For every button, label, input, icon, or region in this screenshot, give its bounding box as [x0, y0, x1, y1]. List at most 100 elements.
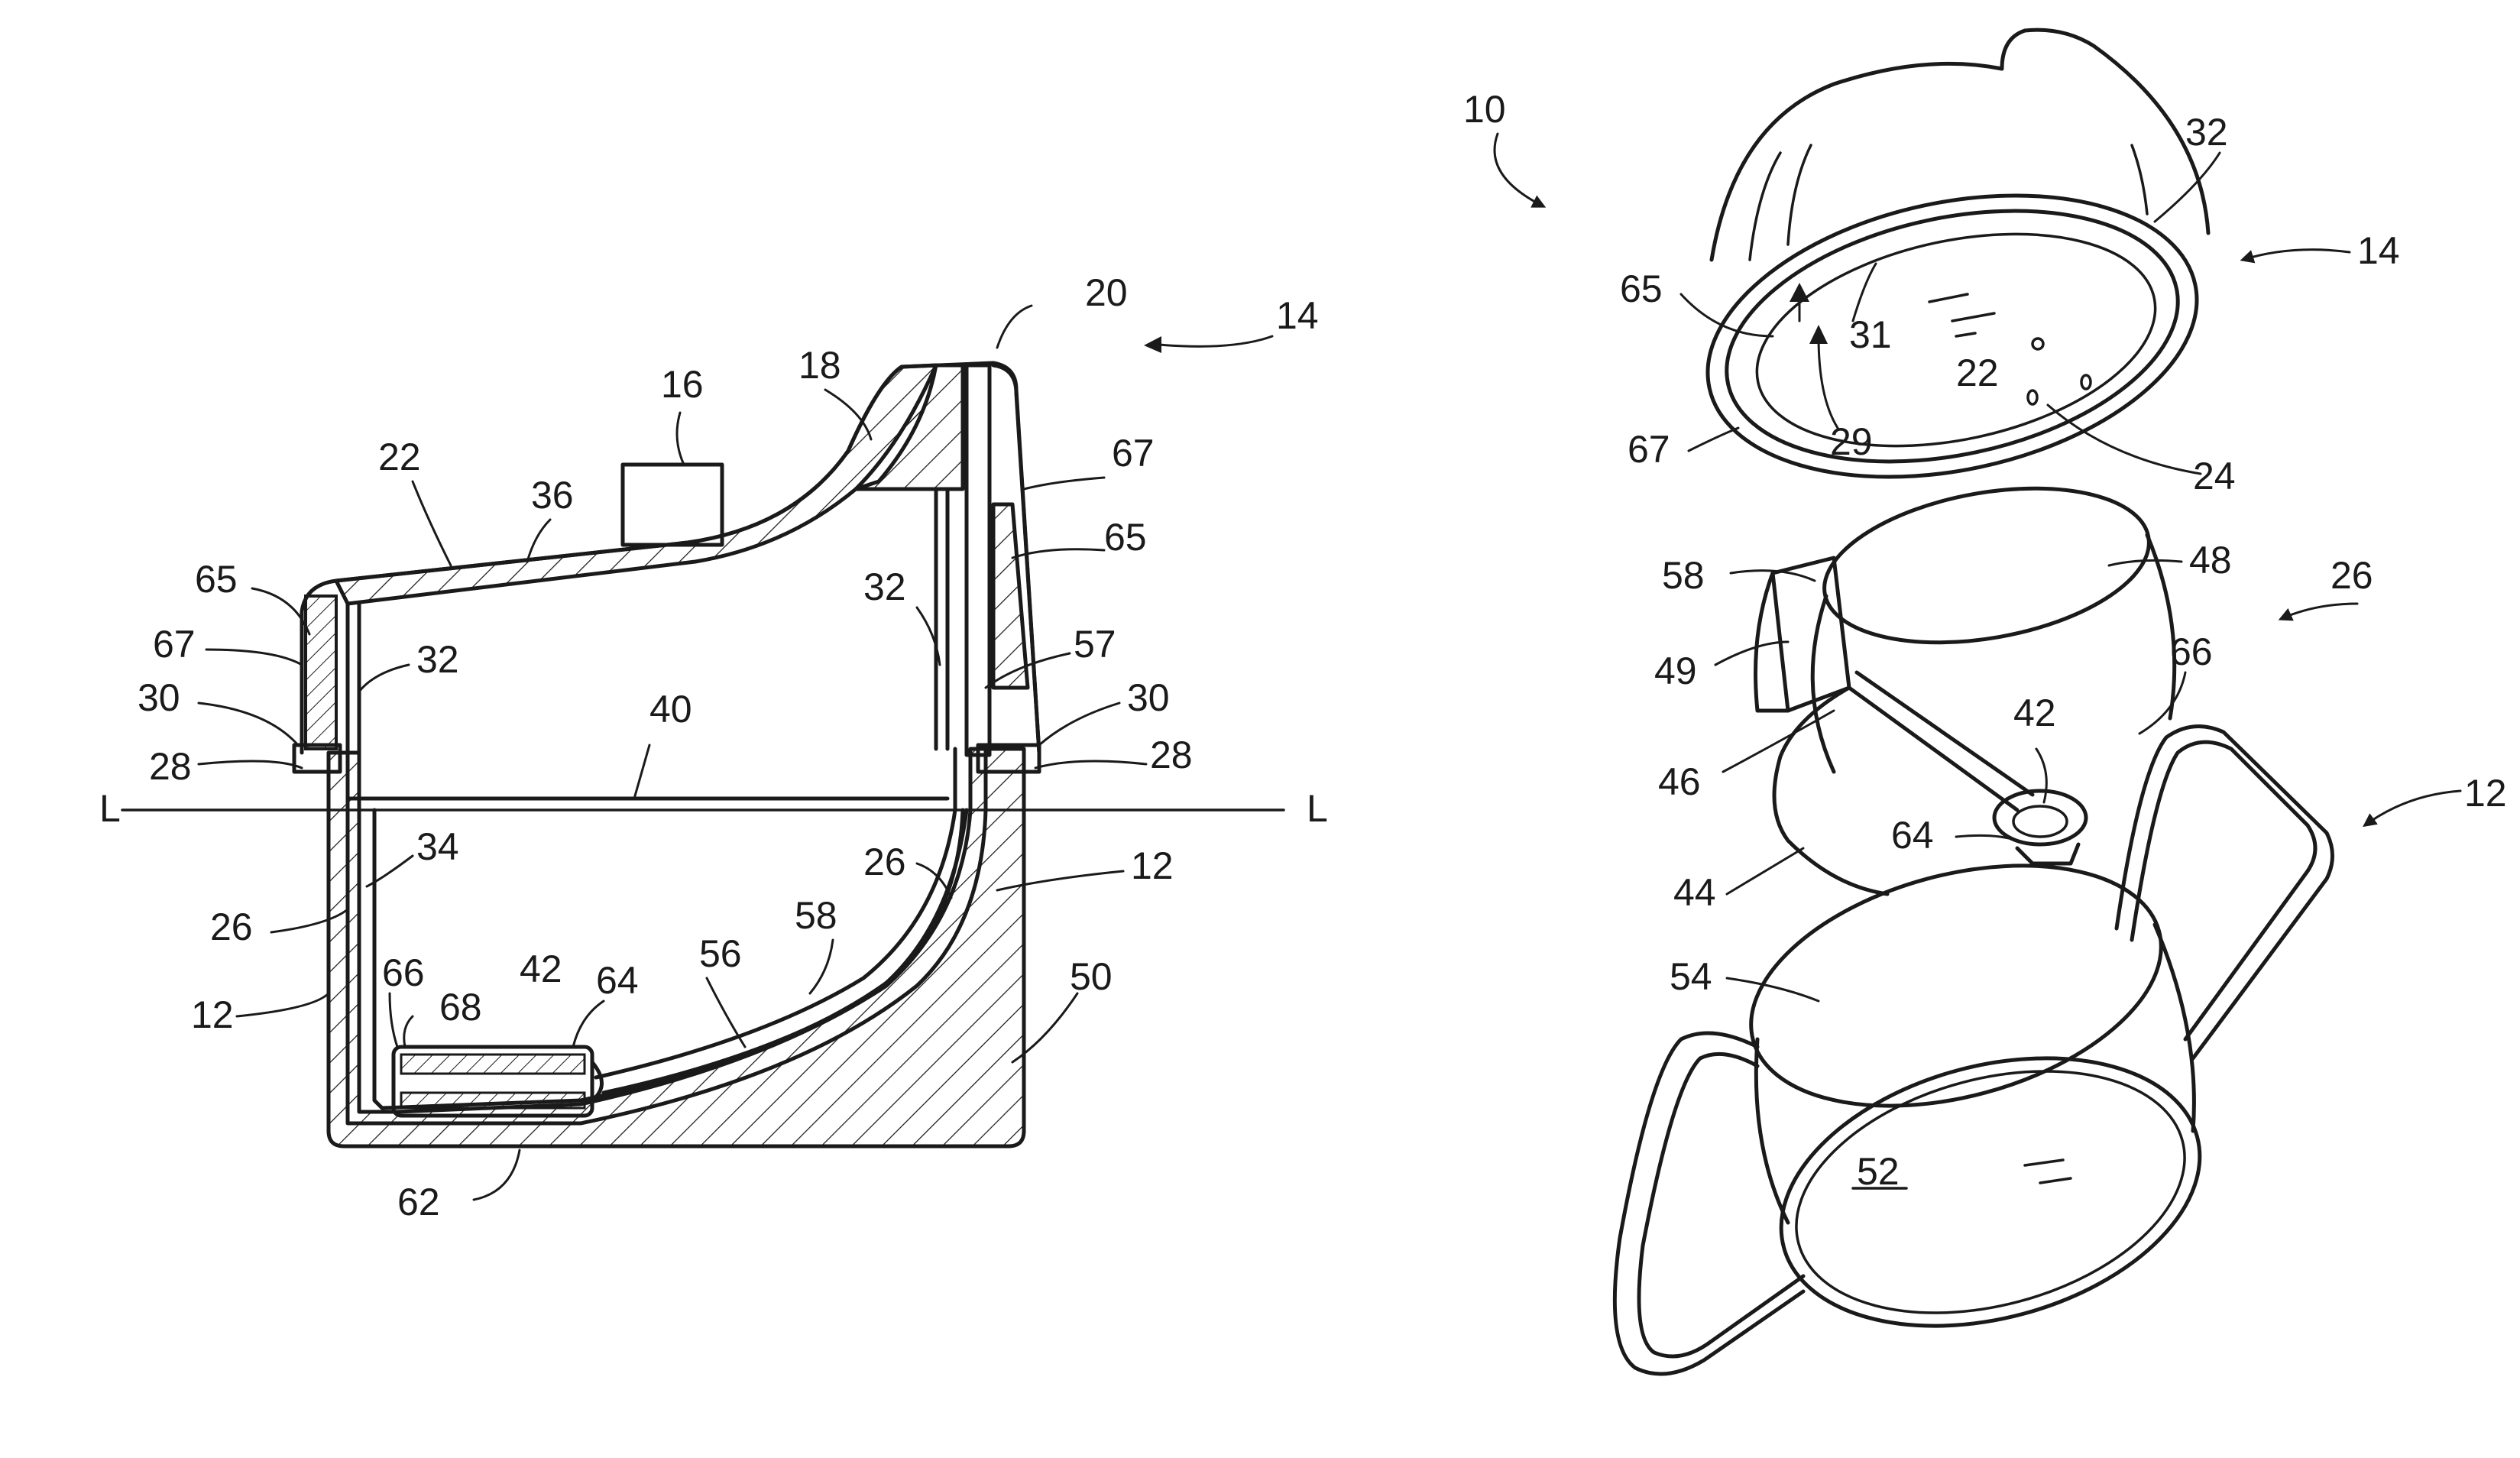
leader-67r: [1024, 478, 1104, 489]
label-18: 18: [798, 344, 841, 387]
base-cup-component: [1615, 726, 2332, 1374]
handle-left-outer: [1615, 1033, 1803, 1374]
base-top-rim: [1725, 825, 2188, 1147]
label-56: 56: [699, 932, 742, 975]
label-31: 31: [1849, 313, 1892, 356]
label-62: 62: [397, 1181, 440, 1223]
lid-rim-inner: [1703, 173, 2201, 500]
lid-left-skirt: [306, 596, 336, 749]
leader-58: [810, 940, 833, 993]
axis-label-right: L: [1307, 787, 1328, 830]
leader-12l: [237, 993, 329, 1016]
lid-shade-2: [1788, 145, 1811, 245]
liner-right-side: [2147, 535, 2175, 718]
label-65-right: 65: [1104, 516, 1147, 559]
arrowhead-14: [1144, 336, 1161, 353]
leader-16: [677, 413, 684, 465]
lid-component: [1682, 30, 2224, 519]
leader-12: [2365, 791, 2460, 825]
label-34: 34: [416, 825, 459, 868]
label-30-left: 30: [138, 676, 180, 719]
label-42: 42: [520, 948, 562, 990]
base-mark-2: [2040, 1178, 2071, 1183]
lid-shade-1: [1750, 153, 1780, 260]
label-26-right: 26: [863, 841, 906, 883]
lid-mark-1: [1929, 294, 1968, 302]
leader-28r: [1035, 761, 1146, 768]
label-42: 42: [2013, 692, 2056, 734]
spout-channel: [967, 365, 990, 755]
label-30-right: 30: [1127, 676, 1170, 719]
label-46: 46: [1658, 760, 1701, 803]
label-26: 26: [2331, 554, 2373, 597]
leader-30r: [1039, 703, 1119, 745]
section-view: 14 20 16 18 22 36 67 65 32 65 67 32 57 3…: [99, 271, 1328, 1223]
leader-66: [390, 993, 397, 1047]
label-44: 44: [1673, 871, 1716, 914]
base-left-side: [1756, 1039, 1788, 1223]
leader-32l: [359, 665, 409, 692]
leader-68: [404, 1016, 413, 1047]
label-48: 48: [2189, 539, 2232, 582]
leader-67l: [206, 650, 302, 665]
label-22: 22: [1956, 352, 1999, 394]
leader-66: [2139, 672, 2185, 734]
valve-port-inner: [2013, 806, 2067, 837]
label-28-left: 28: [149, 745, 192, 788]
label-66: 66: [2170, 630, 2213, 673]
label-58: 58: [1662, 554, 1705, 597]
vent-port-2: [2081, 375, 2091, 389]
leader-30l: [199, 703, 298, 745]
leader-44: [1727, 848, 1803, 894]
leader-36: [527, 520, 550, 562]
leader-64: [573, 1001, 604, 1047]
leader-67: [1689, 428, 1738, 451]
handle-right-inner: [2117, 726, 2333, 1058]
label-67-right: 67: [1112, 432, 1155, 475]
label-10: 10: [1463, 88, 1506, 131]
valve-stem-64: [2017, 844, 2078, 863]
axis-label-left: L: [99, 787, 121, 830]
label-32: 32: [2185, 111, 2228, 154]
base-bottom-face: [1751, 1015, 2230, 1369]
liner-bottom-edge: [1774, 688, 1887, 894]
label-49: 49: [1654, 650, 1697, 692]
lid-body-outline: [1712, 30, 2208, 260]
leader-32: [2155, 153, 2220, 222]
label-57: 57: [1074, 623, 1116, 666]
label-32-left: 32: [416, 638, 459, 681]
label-12: 12: [2464, 772, 2507, 815]
label-32-right: 32: [863, 565, 906, 608]
leader-10: [1495, 134, 1543, 206]
base-mark-1: [2025, 1160, 2063, 1165]
leader-56: [707, 978, 745, 1047]
lid-right-skirt: [993, 504, 1028, 688]
leader-29: [1819, 336, 1838, 428]
label-28-right: 28: [1150, 734, 1193, 776]
label-66: 66: [382, 951, 425, 994]
handle-right-outer: [2132, 742, 2315, 1039]
label-29: 29: [1830, 420, 1873, 463]
liner-channel-edge-2: [1857, 672, 2033, 795]
liner-spout-face: [1773, 558, 1849, 711]
label-58: 58: [795, 894, 837, 937]
vent-valve-boss: [623, 465, 722, 545]
label-14: 14: [2357, 229, 2400, 272]
leader-20: [997, 306, 1032, 348]
arrowhead-29: [1809, 325, 1828, 344]
label-67-left: 67: [153, 623, 196, 666]
leader-22: [413, 481, 451, 565]
leader-26: [2281, 604, 2357, 619]
perspective-view: 10 32 14 65 31 22 67 29 24 58 48 26 49 6…: [1463, 30, 2507, 1374]
label-16: 16: [661, 363, 704, 406]
label-67: 67: [1628, 428, 1670, 471]
lid-mark-3: [1956, 333, 1975, 336]
arrowhead-65: [1790, 283, 1809, 302]
liner-left-side: [1812, 596, 1834, 772]
leader-40: [634, 745, 649, 799]
leader-14: [1150, 336, 1272, 346]
label-54: 54: [1670, 955, 1712, 998]
vent-port-1: [2028, 390, 2037, 404]
label-24: 24: [2193, 455, 2236, 497]
